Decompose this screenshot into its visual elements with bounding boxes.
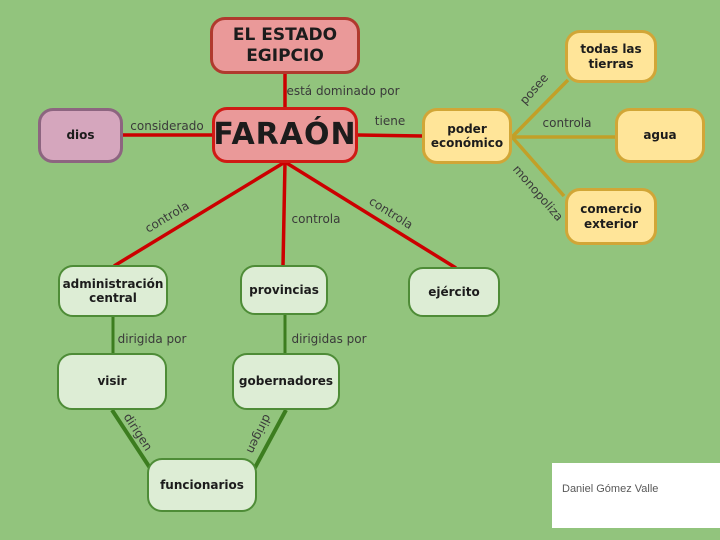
edge-label-considerado: considerado (130, 119, 204, 133)
edge-line-poder-comercio (510, 135, 566, 198)
node-visir: visir (57, 353, 167, 410)
node-provincias: provincias (240, 265, 328, 315)
node-gobernadores: gobernadores (232, 353, 340, 410)
edge-label-esta-dominado-por: está dominado por (286, 84, 400, 98)
edge-label-dirigida-por: dirigida por (117, 332, 187, 346)
edge-label-controla-provincias: controla (291, 212, 341, 226)
author-name: Daniel Gómez Valle (562, 483, 659, 495)
author-box: Daniel Gómez Valle (552, 463, 720, 528)
node-agua: agua (615, 108, 705, 163)
edge-line-faraon-ejercito (284, 160, 457, 270)
edge-line-faraon-poder (357, 133, 423, 138)
node-faraon: FARAÓN (212, 107, 358, 163)
node-ejercito: ejército (408, 267, 500, 317)
node-administracion-central: administración central (58, 265, 168, 317)
edge-line-gobernadores-funcionarios (249, 409, 288, 476)
edge-line-visir-funcionarios (110, 408, 156, 476)
node-comercio-exterior: comercio exterior (565, 188, 657, 245)
node-funcionarios: funcionarios (147, 458, 257, 512)
node-estado-egipcio: EL ESTADO EGIPCIO (210, 17, 360, 74)
node-dios: dios (38, 108, 123, 163)
edge-label-dirigidas-por: dirigidas por (291, 332, 367, 346)
edge-line-faraon-provincias (281, 161, 287, 267)
edge-label-tiene: tiene (374, 114, 406, 128)
edge-line-faraon-admin (113, 160, 286, 268)
node-poder-economico: poder económico (422, 108, 512, 164)
node-todas-las-tierras: todas las tierras (565, 30, 657, 83)
edge-label-controla-agua: controla (542, 116, 592, 130)
edge-line-poder-tierras (510, 78, 570, 139)
